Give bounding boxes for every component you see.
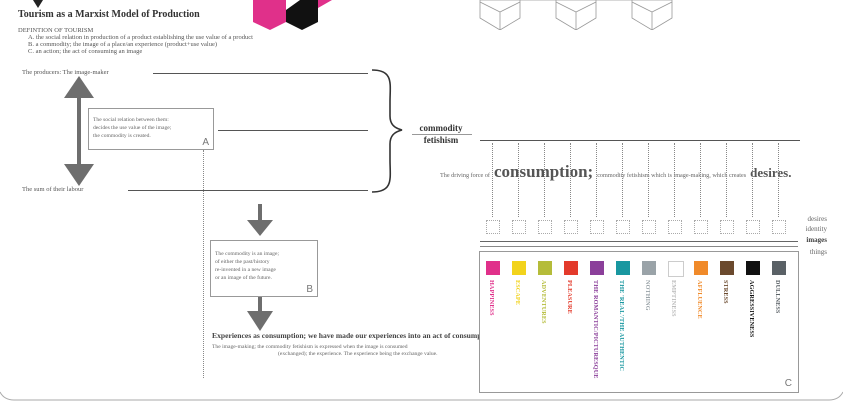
box-b-line-2: of either the past/history <box>215 259 270 266</box>
sum-labour-label: The sum of their labour <box>22 186 84 193</box>
arrow-to-box-b <box>247 204 273 236</box>
color-swatch <box>512 261 526 275</box>
experiences-line-2: (exchanged); the experience. The experie… <box>278 351 438 357</box>
column-dotted-line <box>752 143 753 217</box>
swatch-label: THE 'REAL'/THE AUTHENTIC <box>618 280 625 372</box>
color-swatch <box>746 261 760 275</box>
box-a-letter: A <box>202 137 209 148</box>
identity-box <box>642 220 656 234</box>
identity-box <box>486 220 500 234</box>
identity-box <box>512 220 526 234</box>
identity-box <box>538 220 552 234</box>
color-swatch <box>538 261 552 275</box>
color-swatch <box>564 261 578 275</box>
color-swatch <box>590 261 604 275</box>
box-a-line-1: The social relation between them: <box>93 117 169 123</box>
column-dotted-line <box>700 143 701 217</box>
column-dotted-line <box>596 143 597 217</box>
identity-box <box>668 220 682 234</box>
identity-box <box>694 220 708 234</box>
swatch-label: STRESS <box>722 280 729 304</box>
box-b-line-1: The commodity is an image; <box>215 251 280 257</box>
box-a-line-2: decides the use value of the image; <box>93 125 172 132</box>
box-b: The commodity is an image; of either the… <box>210 240 318 297</box>
relation-line <box>218 130 368 131</box>
fetishism-divider <box>412 134 472 135</box>
color-swatch <box>616 261 630 275</box>
column-dotted-line <box>492 143 493 217</box>
double-arrow <box>64 76 94 186</box>
column-dotted-line <box>648 143 649 217</box>
commodity-fetishism-label: commodity fetishism <box>419 123 463 146</box>
experiences-line-1: The image-making; the commodity fetishis… <box>212 344 408 350</box>
legend-identity: identity <box>805 225 827 233</box>
wireframe-cubes <box>479 0 673 30</box>
definition-a: A. the social relation in production of … <box>28 34 253 41</box>
legend-images: images <box>806 236 827 244</box>
column-dotted-line <box>622 143 623 217</box>
column-dotted-line <box>570 143 571 217</box>
desires-word: desires. <box>750 165 792 180</box>
swatch-label: AGGRESSIVENESS <box>748 280 755 338</box>
color-swatch <box>694 261 708 275</box>
swatch-label: PLEASURE <box>566 280 573 314</box>
definition-b: B. a commodity; the image of a place/an … <box>28 41 218 48</box>
identity-box <box>720 220 734 234</box>
color-swatch <box>720 261 734 275</box>
definition-c: C. an action; the act of consuming an im… <box>28 48 143 55</box>
box-c-letter: C <box>784 378 792 389</box>
swatch-label: DULLNESS <box>774 280 781 314</box>
legend-desires: desires <box>807 215 827 223</box>
identity-box <box>590 220 604 234</box>
producers-line <box>153 73 368 74</box>
definition-heading: DEFINTION OF TOURISM <box>18 27 94 34</box>
color-swatch <box>486 261 500 275</box>
column-dotted-line <box>778 143 779 217</box>
page-title: Tourism as a Marxist Model of Production <box>18 9 200 20</box>
identity-box <box>564 220 578 234</box>
legend-things: things <box>809 248 827 256</box>
experiences-heading: Experiences as consumption; we have made… <box>212 331 496 340</box>
box-b-line-3: re-invented in a new image <box>215 267 276 274</box>
swatch-label: THE ROMANTIC/PICTURESQUE <box>592 280 599 379</box>
identity-box <box>616 220 630 234</box>
black-chevron-shape <box>33 0 43 8</box>
box-b-line-4: or an image of the future. <box>215 275 272 282</box>
images-line <box>480 241 798 242</box>
column-dotted-line <box>674 143 675 217</box>
magenta-cube-shape <box>253 0 286 30</box>
driving-force-mid: commodity fetishism which is image-makin… <box>597 172 747 179</box>
box-a-line-3: the commodity is created. <box>93 133 151 140</box>
swatch-label: ADVENTURES <box>540 280 547 324</box>
swatch-label: HAPPINESS <box>488 280 495 316</box>
swatch-label: EMPTINESS <box>670 280 677 317</box>
producers-label: The producers: The image-maker <box>22 69 109 76</box>
things-line <box>480 246 798 247</box>
bottom-frame <box>0 391 843 401</box>
identity-box <box>746 220 760 234</box>
color-swatch <box>668 261 684 277</box>
column-dotted-line <box>518 143 519 217</box>
box-b-letter: B <box>306 284 313 295</box>
driving-force-pre: The driving force of <box>440 172 490 179</box>
box-a: The social relation between them: decide… <box>88 108 214 150</box>
swatch-label: AFFLUENCE <box>696 280 703 319</box>
arrow-to-experiences <box>247 297 273 331</box>
sum-labour-line <box>128 190 368 191</box>
driving-force-line <box>480 140 800 141</box>
swatch-label: ESCAPE <box>514 280 521 306</box>
identity-box <box>772 220 786 234</box>
color-swatch <box>772 261 786 275</box>
color-swatch <box>642 261 656 275</box>
curly-brace <box>371 69 403 193</box>
column-dotted-line <box>726 143 727 217</box>
swatch-label: NOTHING <box>644 280 651 311</box>
dotted-connector <box>203 150 204 378</box>
column-dotted-line <box>544 143 545 217</box>
top-decoration <box>33 0 673 30</box>
black-cube-shape <box>286 0 318 30</box>
box-c: C <box>479 251 799 393</box>
